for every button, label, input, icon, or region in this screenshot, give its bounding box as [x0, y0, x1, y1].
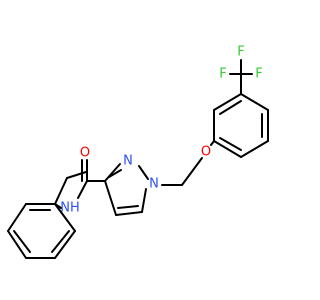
atom-F-right: F	[255, 67, 262, 82]
atom-labels: F F F O O N N NH	[60, 45, 262, 216]
molecule-canvas: F F F O O N N NH	[7, 45, 269, 259]
atom-F-left: F	[219, 67, 226, 82]
atom-F-top: F	[237, 45, 244, 60]
atom-O-carbonyl: O	[80, 146, 90, 161]
molecule-structure: F F F O O N N NH	[7, 45, 269, 259]
atom-N-pyrazole-1: N	[149, 177, 159, 192]
atom-O-ether: O	[201, 145, 211, 160]
atom-N-pyrazole-2: N	[123, 154, 133, 169]
atom-NH-amide: NH	[60, 201, 80, 216]
bonds	[7, 59, 269, 259]
